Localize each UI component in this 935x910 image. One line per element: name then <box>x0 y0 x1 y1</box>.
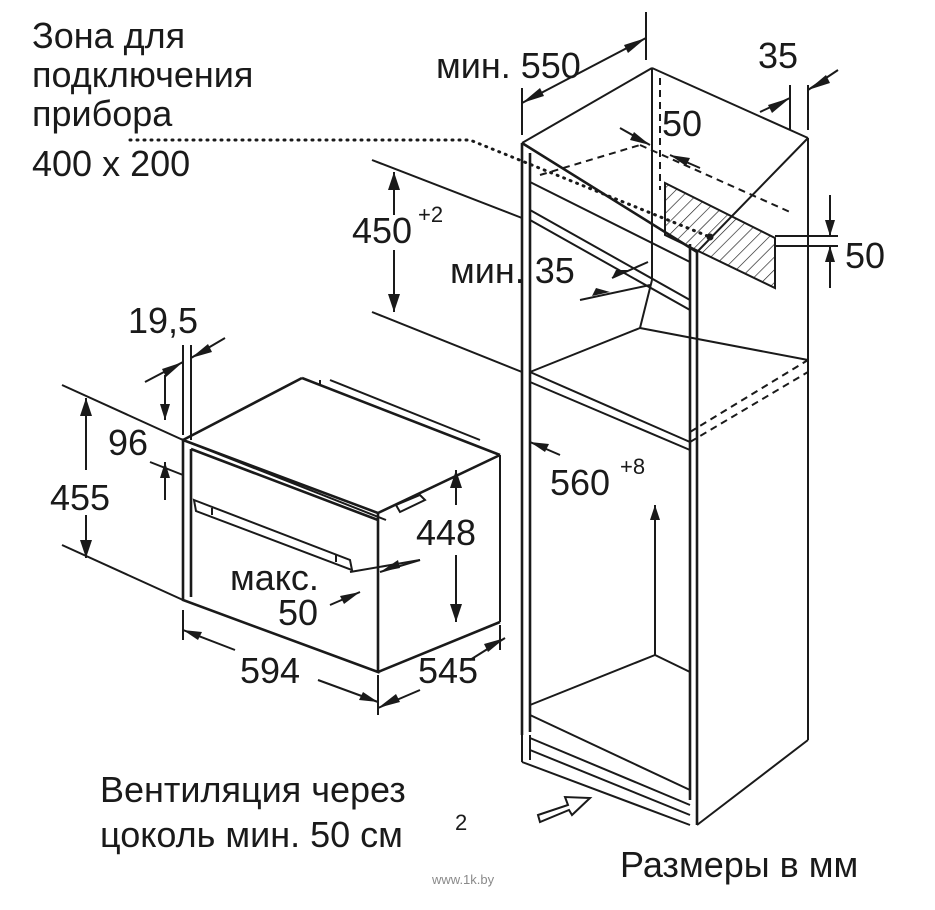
zone-line-2: подключения <box>32 54 253 95</box>
units-note: Размеры в мм <box>620 844 858 885</box>
zone-line-1: Зона для <box>32 15 185 56</box>
dim-min550: мин. 550 <box>436 45 581 86</box>
zone-size: 400 x 200 <box>32 143 190 184</box>
dimension-labels: мин. 550 35 50 50 450 +2 мин. 35 19,5 96… <box>50 35 885 691</box>
watermark: www.1k.by <box>431 872 495 887</box>
dim-min35: мин. 35 <box>450 250 575 291</box>
dim-450-tolerance: +2 <box>418 202 443 227</box>
dim-50-right: 50 <box>845 235 885 276</box>
ventilation-line-1: Вентиляция через <box>100 769 406 810</box>
dim-96: 96 <box>108 422 148 463</box>
dim-560: 560 <box>550 462 610 503</box>
dim-max-value: 50 <box>278 592 318 633</box>
dimension-lines <box>61 12 839 824</box>
dim-450: 450 <box>352 210 412 251</box>
dim-19-5: 19,5 <box>128 300 198 341</box>
dim-455: 455 <box>50 477 110 518</box>
zone-line-3: прибора <box>32 93 173 134</box>
ventilation-line-2: цоколь мин. 50 см <box>100 814 403 855</box>
ventilation-note: Вентиляция через цоколь мин. 50 см 2 <box>100 769 467 855</box>
dim-594: 594 <box>240 650 300 691</box>
ventilation-superscript: 2 <box>455 810 467 835</box>
dim-560-tolerance: +8 <box>620 454 645 479</box>
dim-max-label: макс. <box>230 557 319 598</box>
dim-545: 545 <box>418 650 478 691</box>
oven-drawing <box>181 376 501 674</box>
dim-448: 448 <box>416 512 476 553</box>
dim-50-top: 50 <box>662 103 702 144</box>
dim-35-top: 35 <box>758 35 798 76</box>
cabinet-drawing <box>520 67 809 826</box>
connection-zone-label: Зона для подключения прибора 400 x 200 <box>32 15 253 184</box>
